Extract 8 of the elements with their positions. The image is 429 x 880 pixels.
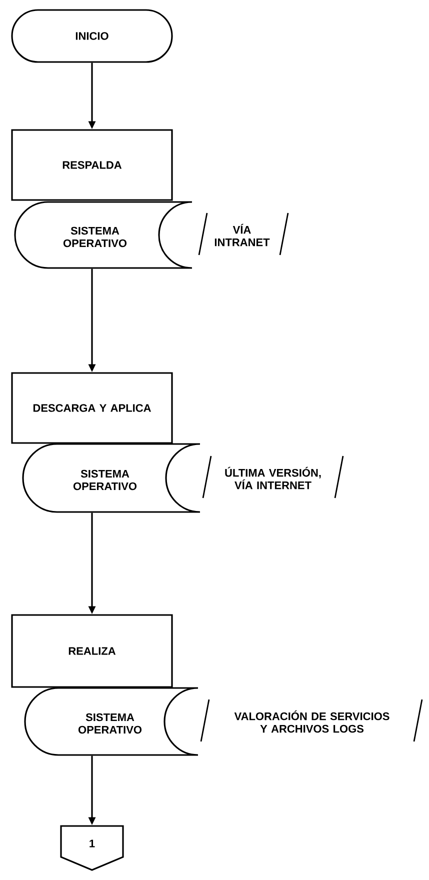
annotation: VÍA INTRANET: [198, 212, 289, 256]
process-box: REALIZA: [11, 614, 173, 688]
process-box: RESPALDA: [11, 129, 173, 201]
start-terminal: INICIO: [11, 9, 173, 63]
off-page-connector: 1: [60, 825, 124, 871]
process-box: DESCARGA Y APLICA: [11, 372, 173, 444]
annotation: ÚLTIMA VERSIÓN, VÍA INTERNET: [202, 456, 344, 498]
annotation: VALORACIÓN DE SERVICIOS Y ARCHIVOS LOGS: [200, 699, 423, 742]
